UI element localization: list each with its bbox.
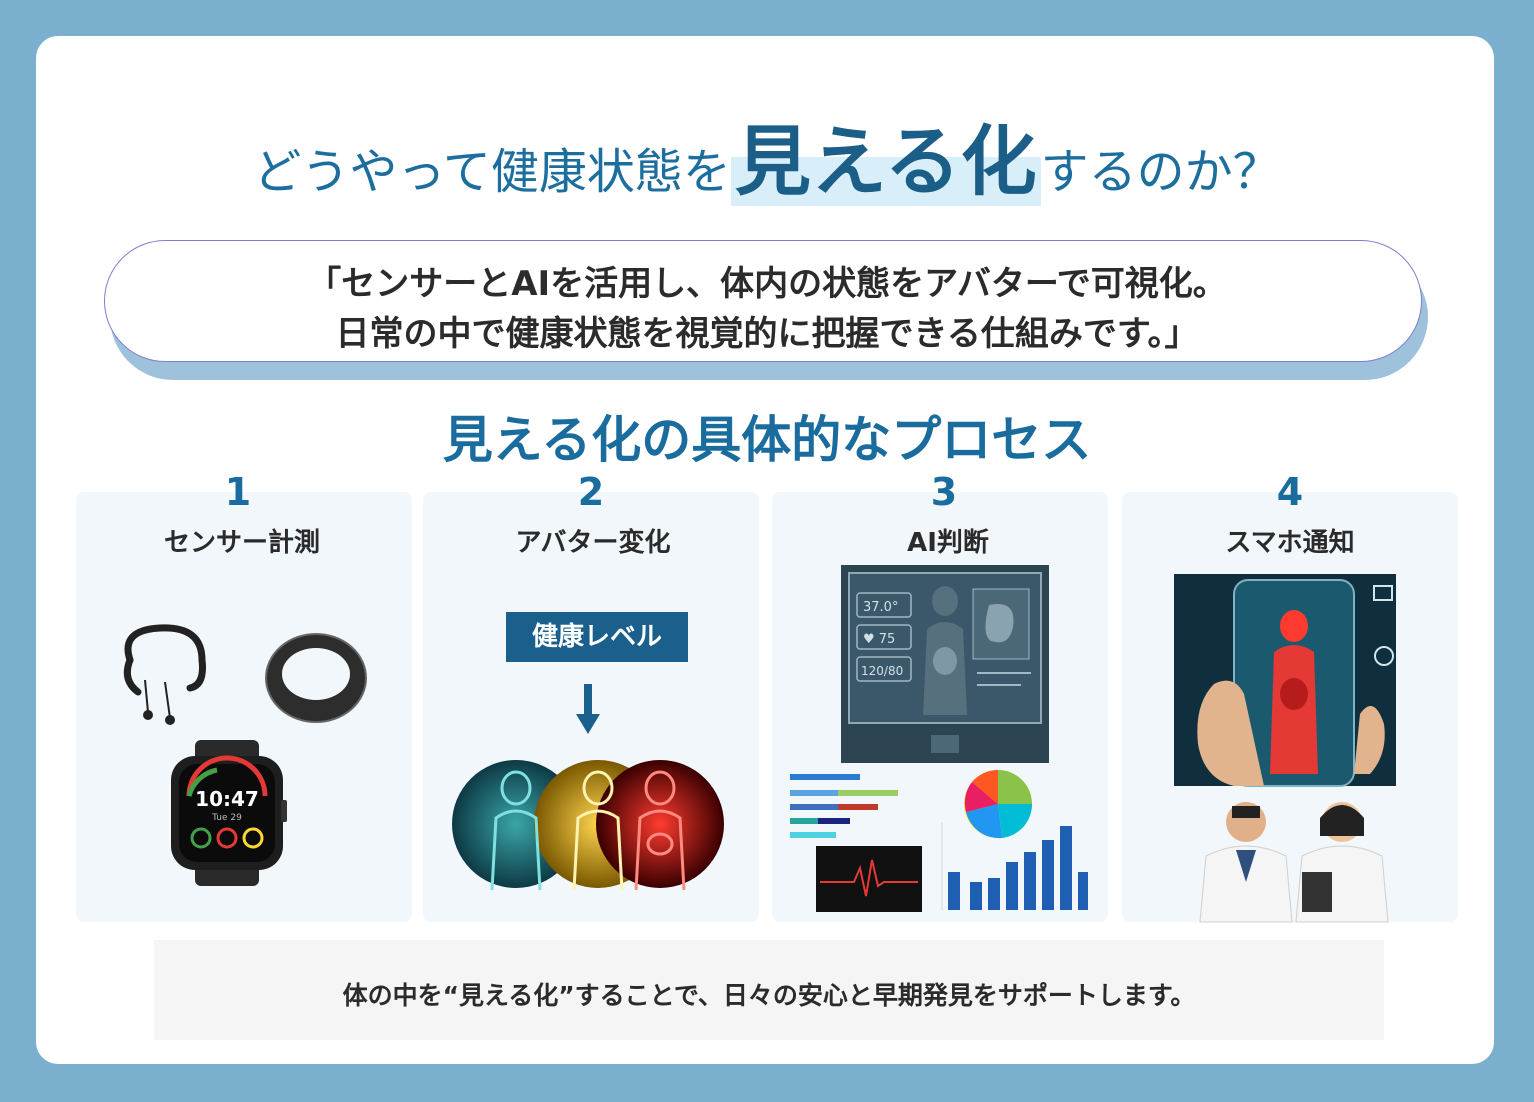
heartbeat-monitor-graphic (816, 846, 922, 912)
step-label-4: スマホ通知 (1225, 528, 1355, 558)
doctors-illustration (1199, 802, 1389, 923)
readout-blood-pressure: 120/80 (861, 664, 903, 678)
page-title: どうやって健康状態を見える化するのか？ (0, 100, 1534, 210)
smart-ring-icon (265, 633, 367, 723)
step-number-2: 2 (577, 470, 605, 514)
process-title: 見える化の具体的なプロセス (442, 411, 1092, 469)
bar-lines-graphic (790, 774, 898, 838)
step-number-3: 3 (930, 470, 958, 514)
watch-time: 10:47 (195, 787, 259, 811)
title-highlight: 見える化 (730, 117, 1041, 206)
column-chart-graphic (941, 822, 1088, 910)
quote-line-2: 日常の中で健康状態を視覚的に把握できる仕組みです。」 (335, 314, 1199, 354)
avatar-states-illustration (452, 760, 724, 891)
step-number-4: 4 (1276, 470, 1304, 514)
smartwatch-icon: 10:47 Tue 29 (171, 740, 287, 886)
smartphone-illustration (1174, 574, 1396, 787)
step-label-3: AI判断 (907, 528, 989, 558)
step-number-1: 1 (224, 470, 252, 514)
quote-line-1: 「センサーとAIを活用し、体内の状態をアバターで可視化。 (307, 264, 1227, 304)
quote-box (104, 240, 1422, 362)
ai-monitor-illustration: 37.0° ♥ 75 120/80 (841, 565, 1049, 763)
step-label-1: センサー計測 (163, 528, 320, 558)
step-label-2: アバター変化 (515, 528, 671, 558)
health-level-badge: 健康レベル (506, 612, 688, 662)
readout-temperature: 37.0° (863, 600, 898, 615)
arrow-down-icon (576, 684, 600, 734)
pie-chart-graphic (964, 769, 1033, 839)
title-prefix: どうやって健康状態を (253, 144, 731, 200)
watch-date: Tue 29 (211, 813, 242, 823)
footer-box (154, 940, 1384, 1040)
footer-message: 体の中を“見える化”することで、日々の安心と早期発見をサポートします。 (342, 981, 1196, 1010)
title-suffix: するのか？ (1040, 144, 1281, 200)
neckband-earphones-icon (123, 624, 206, 725)
readout-heart-rate: ♥ 75 (863, 632, 895, 647)
